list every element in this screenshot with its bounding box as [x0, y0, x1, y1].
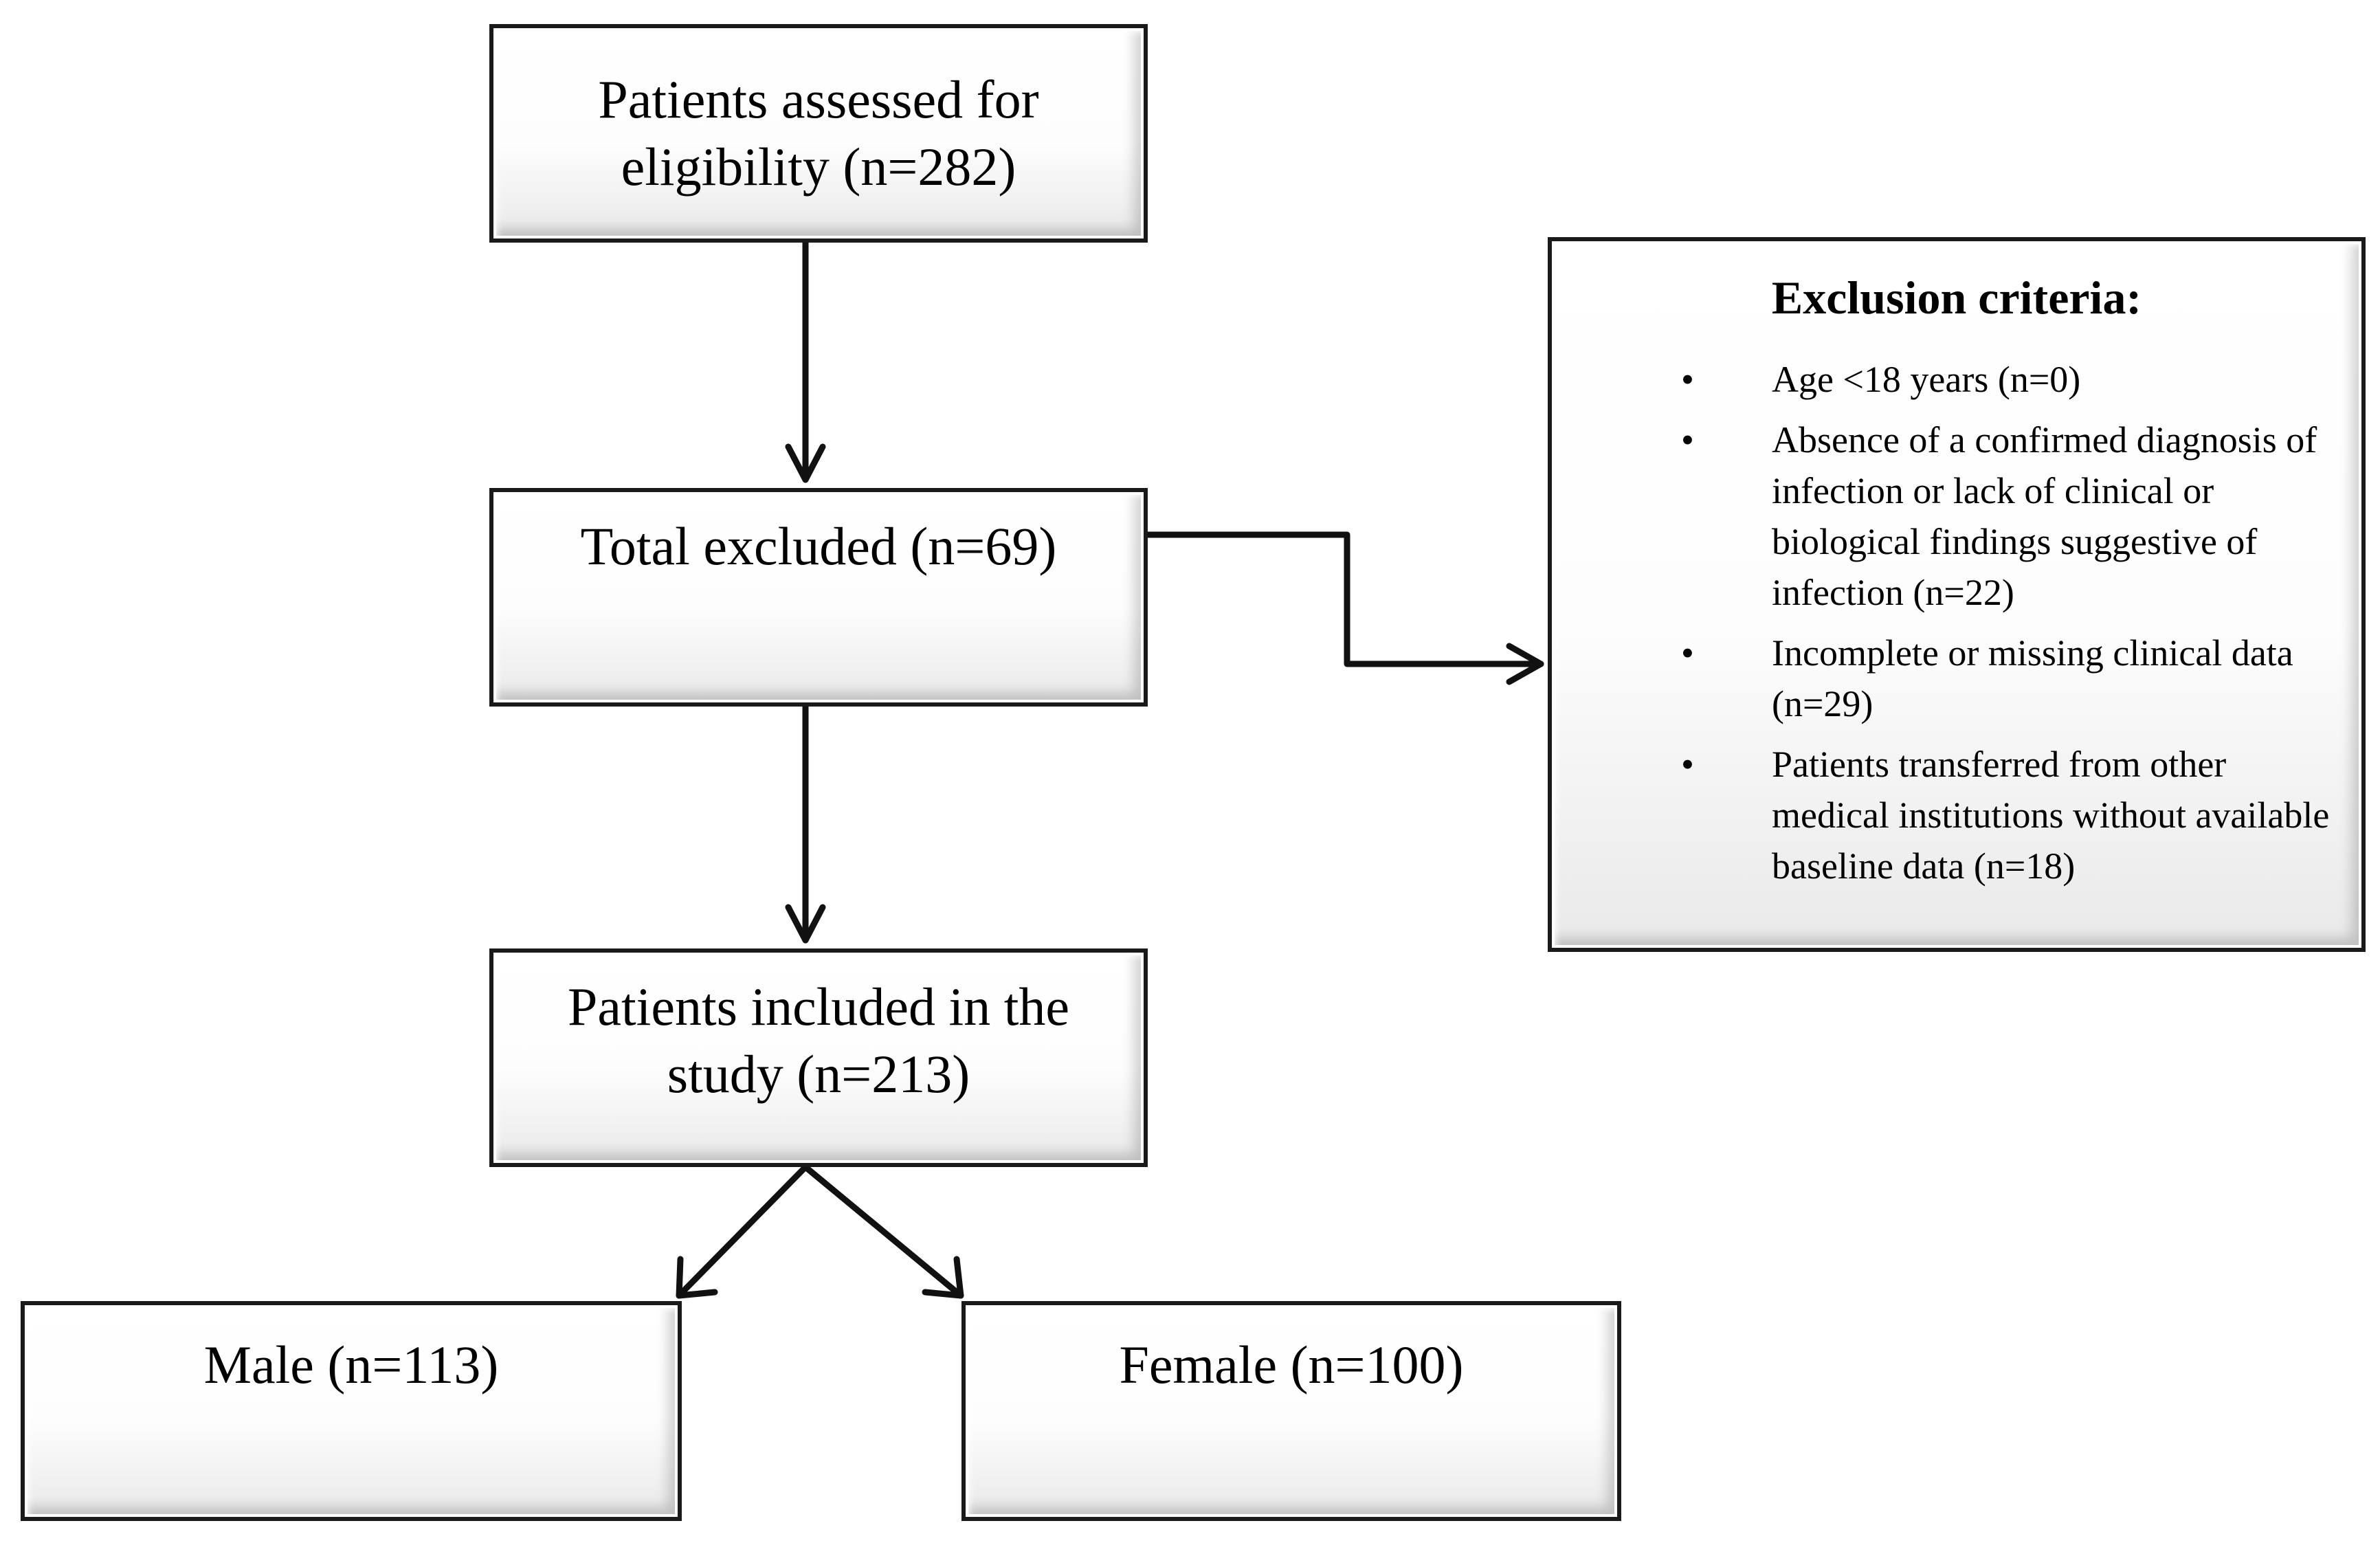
criteria-item: • Age <18 years (n=0)	[1552, 354, 2361, 405]
male-label: Male (n=113)	[203, 1335, 499, 1395]
included-label: Patients included in the study (n=213)	[567, 977, 1070, 1104]
bullet-icon: •	[1681, 359, 1694, 400]
female-box: Female (n=100)	[961, 1301, 1621, 1521]
arrowhead-included	[785, 904, 826, 944]
eligibility-box: Patients assessed for eligibility (n=282…	[489, 24, 1148, 243]
arrowhead-female	[922, 1256, 964, 1299]
criteria-item-text: Age <18 years (n=0)	[1772, 359, 2081, 400]
criteria-item-text: Incomplete or missing clinical data (n=2…	[1772, 632, 2293, 724]
arrowhead-male	[676, 1256, 718, 1299]
criteria-item: • Absence of a confirmed diagnosis of in…	[1552, 414, 2361, 618]
criteria-item: • Incomplete or missing clinical data (n…	[1552, 628, 2361, 729]
arrow-excluded-to-criteria	[1144, 531, 1544, 667]
bullet-icon: •	[1681, 632, 1694, 674]
eligibility-label: Patients assessed for eligibility (n=282…	[598, 69, 1039, 197]
exclusion-criteria-title: Exclusion criteria:	[1771, 271, 2142, 324]
criteria-item-text: Patients transferred from other medical …	[1772, 744, 2330, 887]
arrow-included-to-male	[676, 1164, 809, 1299]
arrowhead-criteria	[1506, 643, 1544, 685]
criteria-item-text: Absence of a confirmed diagnosis of infe…	[1772, 419, 2317, 613]
female-label: Female (n=100)	[1119, 1335, 1464, 1395]
criteria-item: • Patients transferred from other medica…	[1552, 739, 2361, 891]
bullet-icon: •	[1681, 744, 1694, 785]
arrow-included-to-female	[802, 1164, 964, 1299]
bullet-icon: •	[1681, 419, 1694, 460]
exclusion-criteria-list: • Age <18 years (n=0) • Absence of a con…	[1552, 354, 2361, 891]
included-box: Patients included in the study (n=213)	[489, 948, 1148, 1167]
male-box: Male (n=113)	[21, 1301, 682, 1521]
arrowhead-excluded	[785, 443, 826, 483]
excluded-label: Total excluded (n=69)	[580, 516, 1057, 576]
excluded-box: Total excluded (n=69)	[489, 488, 1148, 707]
exclusion-criteria-box: Exclusion criteria: • Age <18 years (n=0…	[1548, 237, 2366, 952]
